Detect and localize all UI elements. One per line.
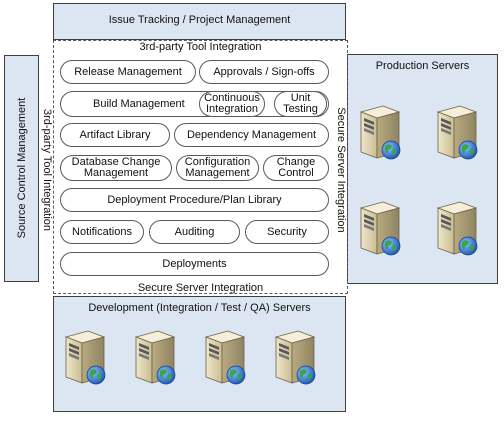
dependency-management-module: Dependency Management [174, 123, 329, 147]
deployment-library-module: Deployment Procedure/Plan Library [60, 188, 329, 212]
source-control-label: Source Control Management [16, 97, 28, 239]
integration-right-label: Secure Server Integration [335, 107, 347, 233]
integration-bottom-label: Secure Server Integration [137, 282, 264, 294]
database-change-management-module: Database Change Management [60, 155, 172, 181]
production-servers-label: Production Servers [375, 60, 470, 72]
issue-tracking-box [53, 3, 346, 40]
production-server-icon [357, 200, 403, 258]
unit-testing-module: Unit Testing [274, 91, 327, 117]
approvals-module: Approvals / Sign-offs [199, 60, 329, 84]
source-control-box [4, 55, 39, 282]
development-server-icon [62, 329, 108, 387]
artifact-library-module: Artifact Library [60, 123, 170, 147]
integration-top-label: 3rd-party Tool Integration [139, 41, 262, 53]
development-server-icon [272, 329, 318, 387]
release-management-module: Release Management [60, 60, 196, 84]
production-server-icon [357, 104, 403, 162]
development-servers-label: Development (Integration / Test / QA) Se… [88, 302, 311, 314]
configuration-management-module: Configuration Management [176, 155, 259, 181]
auditing-module: Auditing [149, 220, 240, 244]
development-server-icon [132, 329, 178, 387]
development-server-icon [202, 329, 248, 387]
deployments-module: Deployments [60, 252, 329, 276]
security-module: Security [245, 220, 329, 244]
change-control-module: Change Control [263, 155, 329, 181]
production-server-icon [434, 104, 480, 162]
issue-tracking-label: Issue Tracking / Project Management [108, 14, 291, 26]
integration-left-label: 3rd-party Tool Integration [41, 108, 53, 232]
integration-frame [53, 40, 348, 294]
notifications-module: Notifications [60, 220, 144, 244]
production-server-icon [434, 200, 480, 258]
continuous-integration-module: Continuous Integration [199, 91, 265, 117]
